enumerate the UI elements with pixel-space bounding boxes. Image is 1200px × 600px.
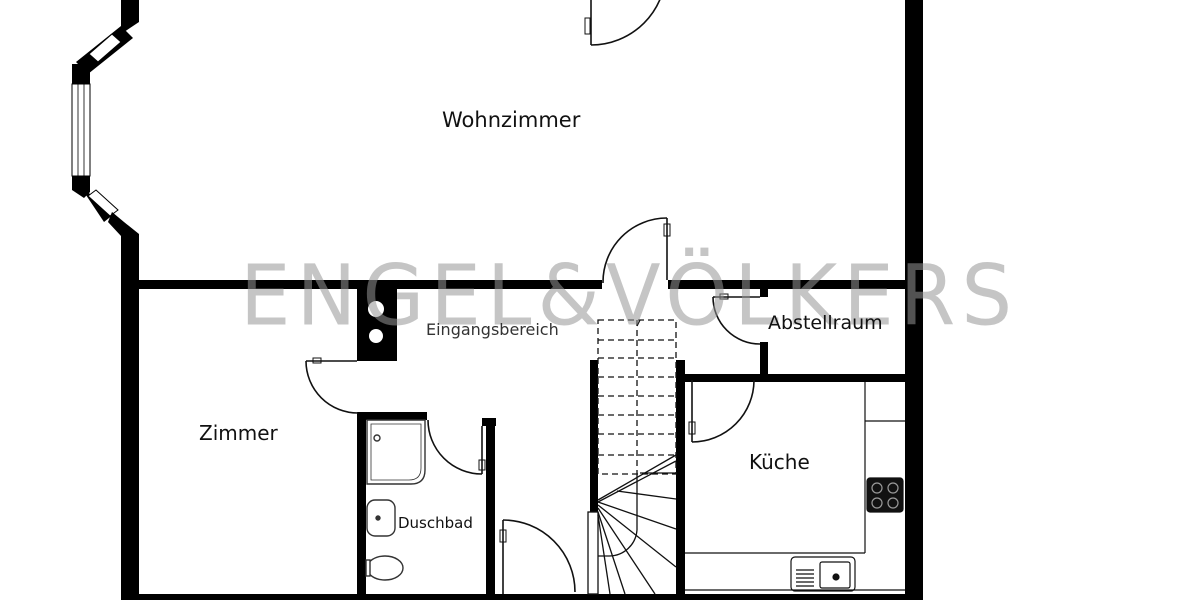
door-arc-abstellraum — [712, 296, 761, 345]
room-label-eingangsbereich: Eingangsbereich — [426, 320, 559, 339]
door-arc-entrance — [502, 519, 576, 593]
sink-icon — [790, 556, 856, 592]
exterior-walls — [71, 0, 923, 600]
door-arc-duschbad — [427, 419, 483, 475]
door-arc-wohnzimmer — [602, 217, 668, 284]
room-label-abstellraum: Abstellraum — [768, 312, 883, 334]
washbasin-icon — [366, 499, 396, 537]
door-arc-kueche — [691, 379, 755, 443]
room-label-kueche: Küche — [749, 450, 810, 474]
cooktop-icon — [866, 477, 904, 513]
staircase — [587, 319, 677, 595]
room-label-wohnzimmer: Wohnzimmer — [442, 108, 581, 132]
interior-walls — [139, 280, 905, 600]
toilet-icon — [366, 555, 404, 581]
kueche-fixtures — [685, 382, 905, 592]
doors — [305, 0, 761, 594]
duschbad-fixtures — [365, 419, 426, 581]
shower-icon — [366, 419, 426, 485]
door-arc-wohnzimmer-top — [590, 0, 661, 46]
room-label-zimmer: Zimmer — [199, 421, 278, 445]
room-label-duschbad: Duschbad — [398, 514, 473, 532]
door-arc-zimmer — [305, 360, 359, 414]
